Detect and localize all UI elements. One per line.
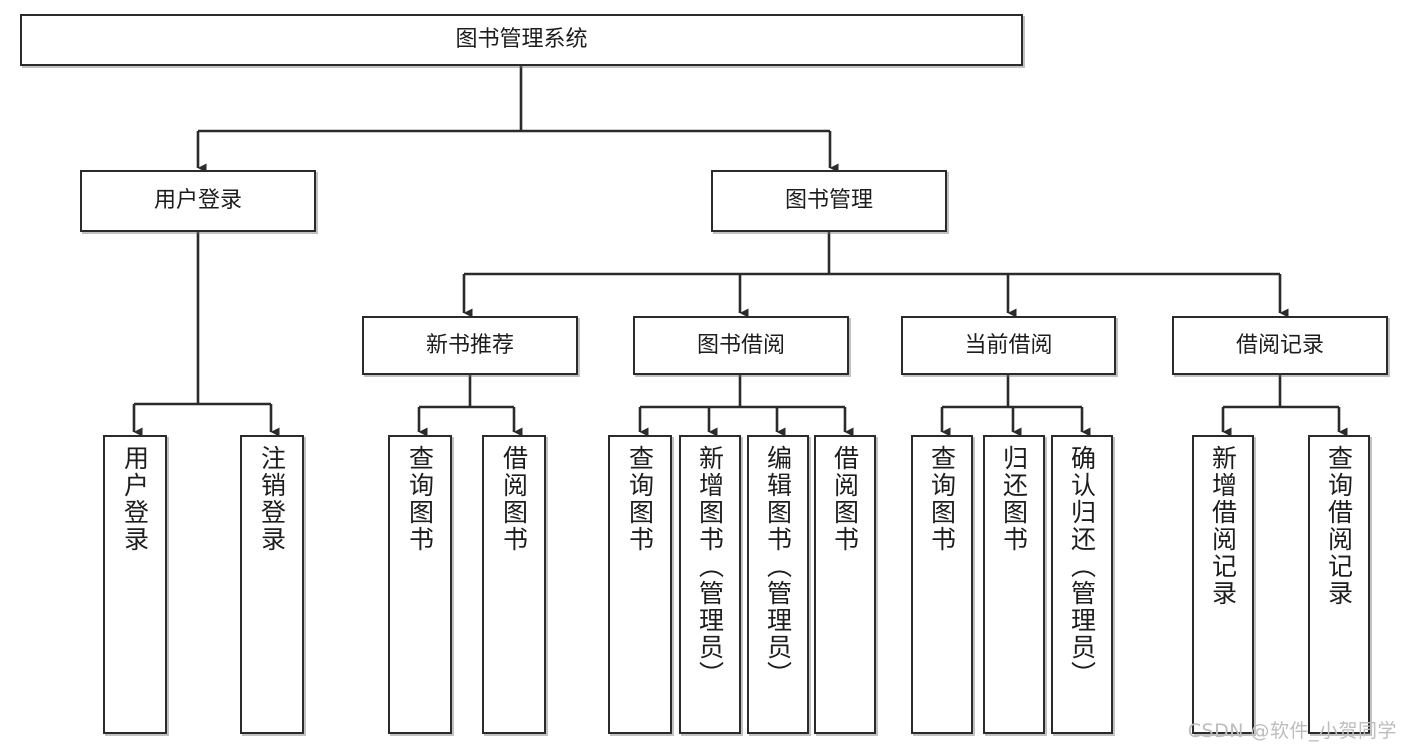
node-root[interactable]: 图书管理系统	[20, 14, 1023, 66]
node-leaf-edit-book-label: 编辑图书（管理员）	[763, 445, 793, 688]
node-book-borrow-label: 图书借阅	[696, 332, 785, 358]
node-leaf-user-login[interactable]: 用户登录	[103, 435, 167, 734]
node-leaf-query-book-2[interactable]: 查询图书	[608, 435, 672, 734]
node-leaf-edit-book[interactable]: 编辑图书（管理员）	[747, 435, 809, 734]
node-leaf-borrow-book-2-label: 借阅图书	[830, 445, 860, 553]
node-leaf-add-borrow-record-label: 新增借阅记录	[1208, 445, 1238, 607]
node-new-book-recommend[interactable]: 新书推荐	[362, 316, 578, 375]
node-leaf-return-book-label: 归还图书	[999, 445, 1029, 553]
node-leaf-confirm-return[interactable]: 确认归还（管理员）	[1051, 435, 1113, 734]
node-leaf-return-book[interactable]: 归还图书	[983, 435, 1045, 734]
node-leaf-query-book-1-label: 查询图书	[405, 445, 435, 553]
node-borrow-record-label: 借阅记录	[1235, 332, 1324, 358]
node-root-label: 图书管理系统	[455, 27, 588, 53]
node-borrow-record[interactable]: 借阅记录	[1172, 316, 1388, 375]
node-leaf-query-book-1[interactable]: 查询图书	[388, 435, 452, 734]
node-leaf-borrow-book-1[interactable]: 借阅图书	[482, 435, 546, 734]
watermark-text: CSDN @软件_小贺同学	[1187, 720, 1397, 742]
node-leaf-query-borrow-record-label: 查询借阅记录	[1324, 445, 1354, 607]
node-book-management-label: 图书管理	[784, 188, 873, 214]
node-book-borrow[interactable]: 图书借阅	[633, 316, 849, 375]
node-new-book-recommend-label: 新书推荐	[425, 332, 514, 358]
node-leaf-user-logout-label: 注销登录	[257, 445, 287, 553]
node-leaf-add-book[interactable]: 新增图书（管理员）	[679, 435, 741, 734]
node-current-borrow-label: 当前借阅	[964, 332, 1053, 358]
node-leaf-query-book-3-label: 查询图书	[927, 445, 957, 553]
node-leaf-borrow-book-2[interactable]: 借阅图书	[814, 435, 876, 734]
node-leaf-borrow-book-1-label: 借阅图书	[499, 445, 529, 553]
node-leaf-query-book-3[interactable]: 查询图书	[911, 435, 973, 734]
node-leaf-query-book-2-label: 查询图书	[625, 445, 655, 553]
node-leaf-user-login-label: 用户登录	[120, 445, 150, 553]
node-leaf-add-borrow-record[interactable]: 新增借阅记录	[1192, 435, 1254, 734]
node-current-borrow[interactable]: 当前借阅	[901, 316, 1116, 375]
node-book-management[interactable]: 图书管理	[711, 170, 947, 232]
node-leaf-add-book-label: 新增图书（管理员）	[695, 445, 725, 688]
node-leaf-user-logout[interactable]: 注销登录	[240, 435, 304, 734]
node-leaf-query-borrow-record[interactable]: 查询借阅记录	[1308, 435, 1370, 734]
node-leaf-confirm-return-label: 确认归还（管理员）	[1067, 445, 1097, 688]
node-user-login[interactable]: 用户登录	[80, 170, 316, 232]
node-user-login-label: 用户登录	[153, 188, 242, 214]
